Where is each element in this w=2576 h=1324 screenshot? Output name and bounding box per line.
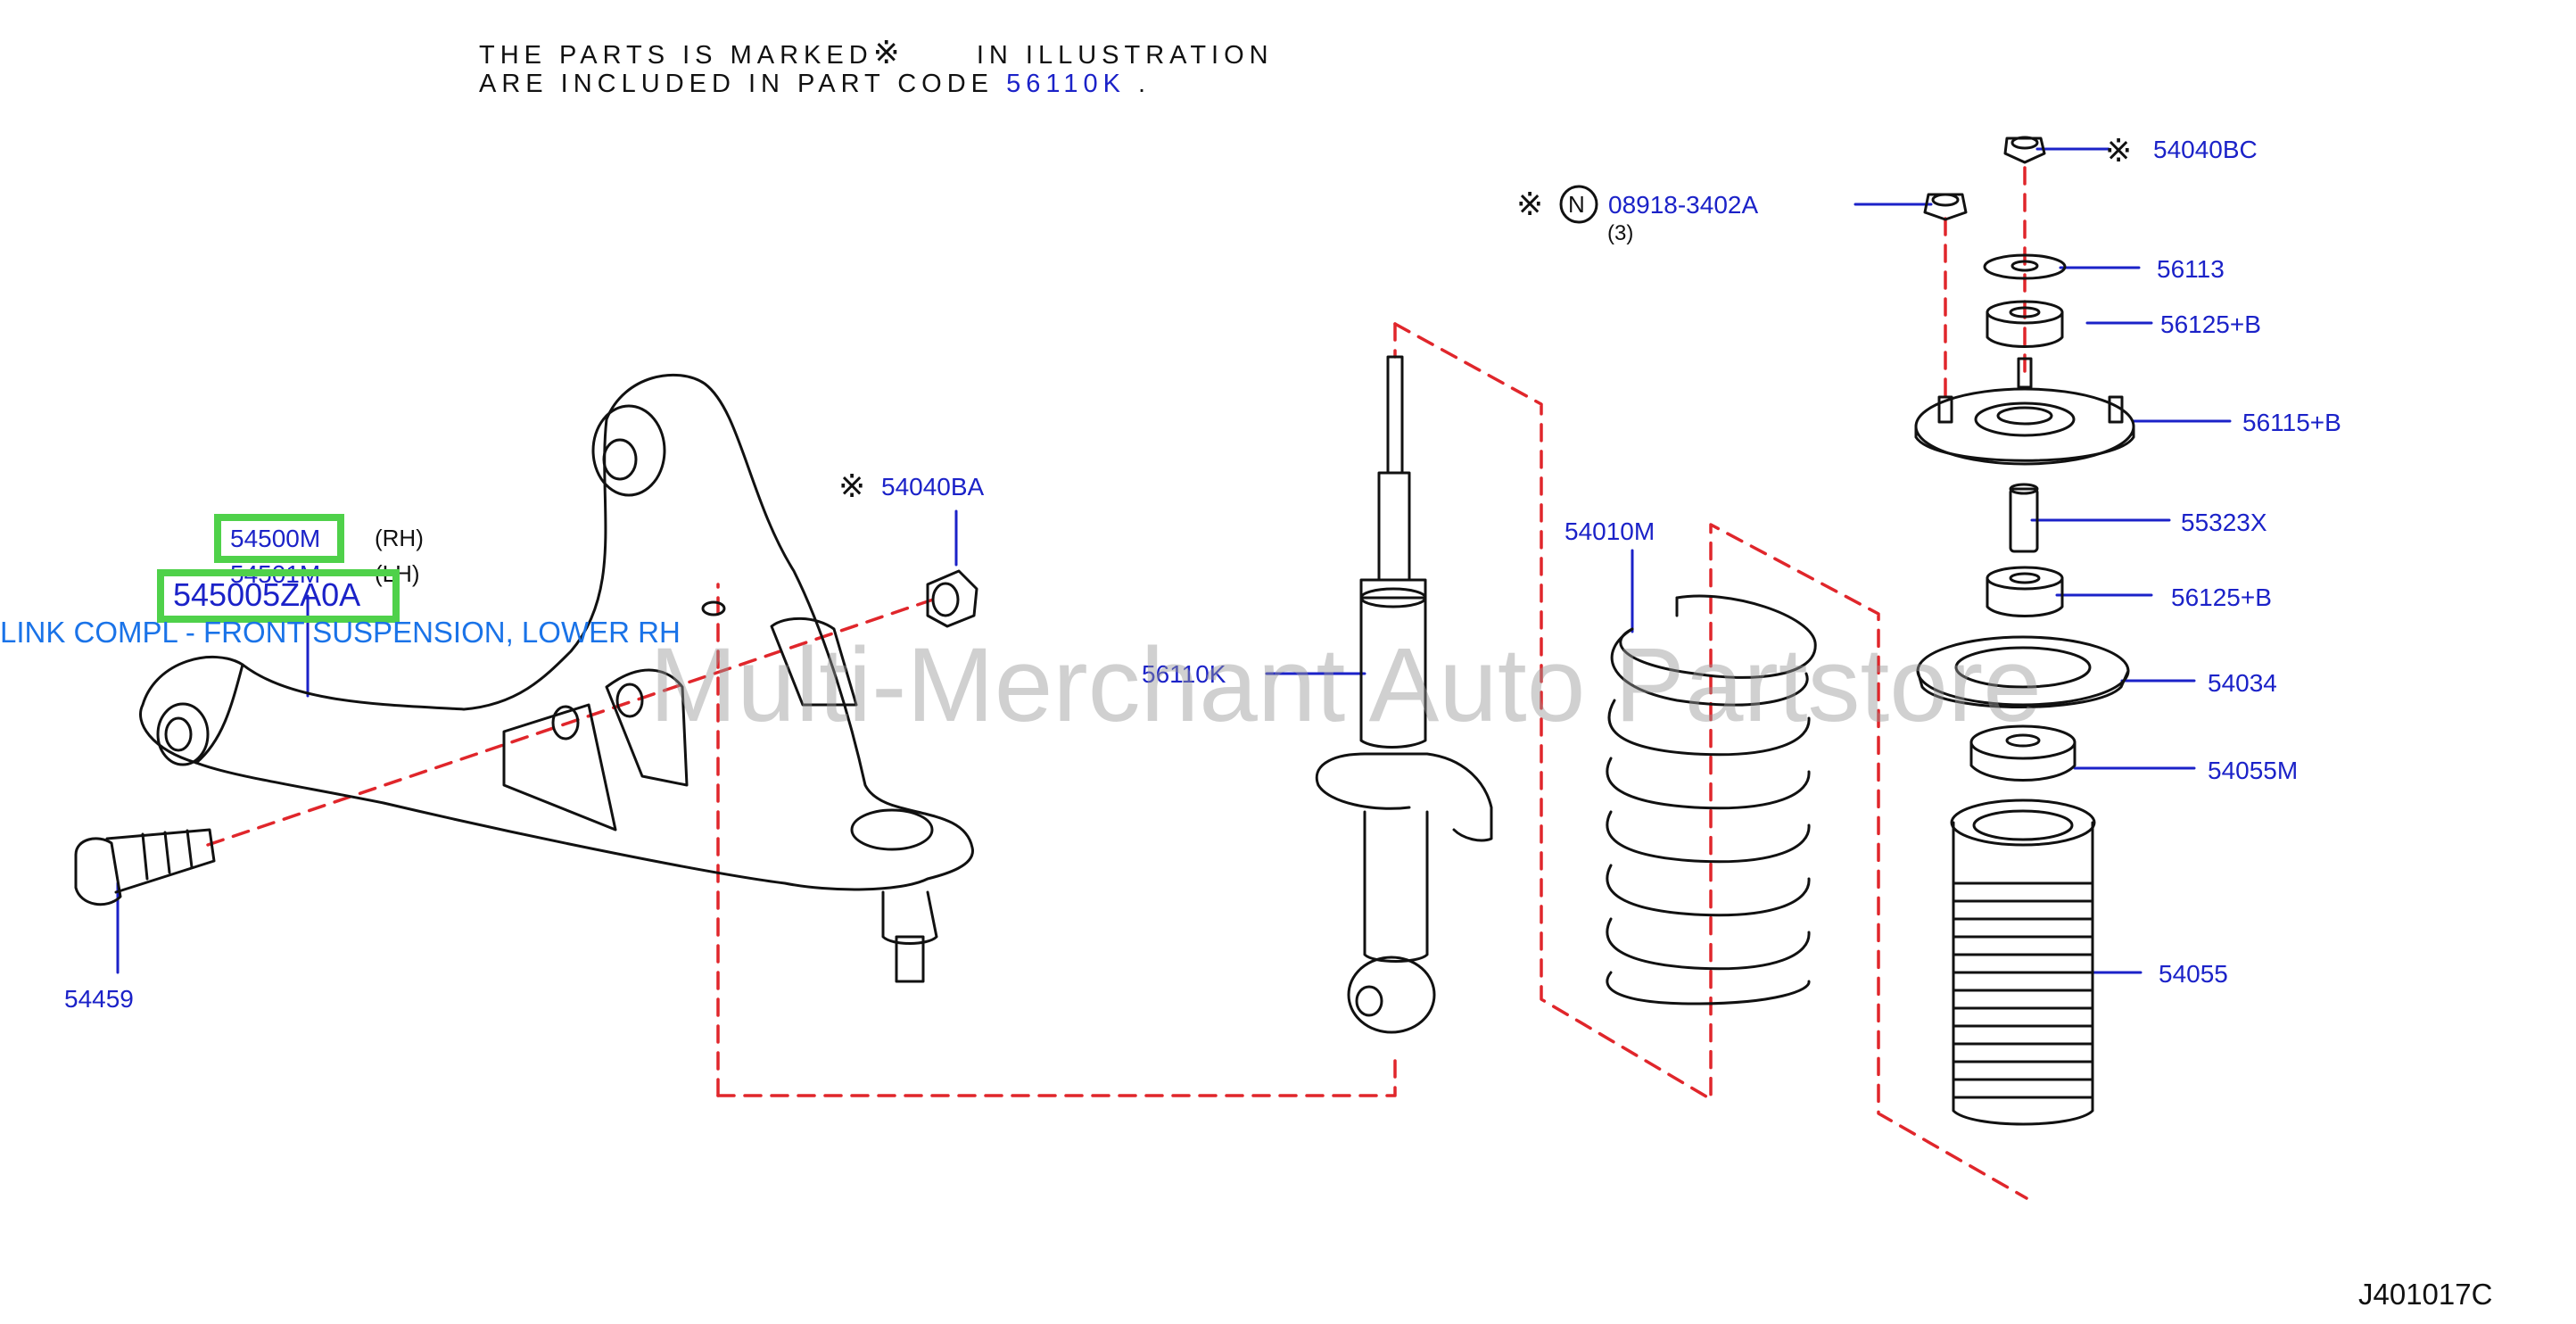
part-qty-08918: (3) xyxy=(1607,221,1634,245)
shock-absorber xyxy=(1315,355,1493,1034)
part-label-56125b-bottom[interactable]: 56125+B xyxy=(2171,583,2272,611)
part-label-56125b-top[interactable]: 56125+B xyxy=(2160,310,2261,338)
part-name-link[interactable]: LINK COMPL - FRONT SUSPENSION, LOWER RH xyxy=(0,616,681,649)
note-text-b: IN ILLUSTRATION xyxy=(976,41,1274,70)
part-label-54055m[interactable]: 54055M xyxy=(2208,757,2299,784)
highlight-box xyxy=(214,514,344,563)
part-label-54034[interactable]: 54034 xyxy=(2208,669,2277,697)
nut-54040bc xyxy=(2003,136,2046,164)
part-label-55323x[interactable]: 55323X xyxy=(2181,509,2267,536)
leader-lines xyxy=(116,147,2232,974)
ref-mark-icon: ※ xyxy=(838,468,866,504)
part-label-54040ba[interactable]: 54040BA xyxy=(881,473,985,501)
circle-n-letter: N xyxy=(1568,191,1585,218)
part-label-54055[interactable]: 54055 xyxy=(2159,960,2228,988)
bolt-54459 xyxy=(74,828,216,906)
part-label-56115b[interactable]: 56115+B xyxy=(2242,409,2341,436)
mount-plate-56115b xyxy=(1914,357,2135,466)
bushing-56125b-top xyxy=(1986,300,2064,348)
part-label-56110k[interactable]: 56110K xyxy=(1142,660,1226,688)
part-label-54459[interactable]: 54459 xyxy=(64,985,134,1013)
note-part-code[interactable]: 56110K xyxy=(1006,70,1126,98)
part-label-56113[interactable]: 56113 xyxy=(2157,255,2225,283)
nut-54040ba xyxy=(926,569,978,628)
lower-control-arm xyxy=(139,373,974,983)
ref-mark-icon: ※ xyxy=(2105,132,2133,169)
part-label-54010m[interactable]: 54010M xyxy=(1565,517,1655,545)
note-text-c: ARE INCLUDED IN PART CODE xyxy=(479,70,995,98)
sleeve-55323x xyxy=(2009,483,2039,553)
bushing-56125b-bottom xyxy=(1986,566,2064,617)
rh-label: (RH) xyxy=(375,525,424,551)
part-label-54040bc[interactable]: 54040BC xyxy=(2153,136,2258,163)
coil-spring xyxy=(1606,594,1817,1005)
note-line-2: ARE INCLUDED IN PART CODE 56110K . xyxy=(479,70,1151,99)
note-line-1: THE PARTS IS MARKED※ IN ILLUSTRATION xyxy=(479,34,1274,71)
note-text-a: THE PARTS IS MARKED xyxy=(479,41,873,70)
highlight-box xyxy=(157,569,400,623)
dust-boot-54055 xyxy=(1950,799,2096,1126)
circle-n-icon xyxy=(1559,185,1598,224)
washer-56113 xyxy=(1983,253,2067,280)
nut-08918 xyxy=(1923,193,1968,221)
note-period: . xyxy=(1138,70,1152,98)
part-number-545005za0a[interactable]: 545005ZA0A xyxy=(173,576,361,613)
spring-seat-54034 xyxy=(1916,635,2130,708)
bumper-54055m xyxy=(1969,724,2076,782)
ref-mark-icon: ※ xyxy=(872,34,905,70)
dashed-guides xyxy=(206,166,2028,1200)
part-label-08918-3402a[interactable]: 08918-3402A xyxy=(1608,191,1759,219)
diagram-id: J401017C xyxy=(2358,1278,2493,1311)
ref-mark-icon: ※ xyxy=(1516,186,1544,222)
part-label-54500m[interactable]: 54500M xyxy=(230,525,321,552)
